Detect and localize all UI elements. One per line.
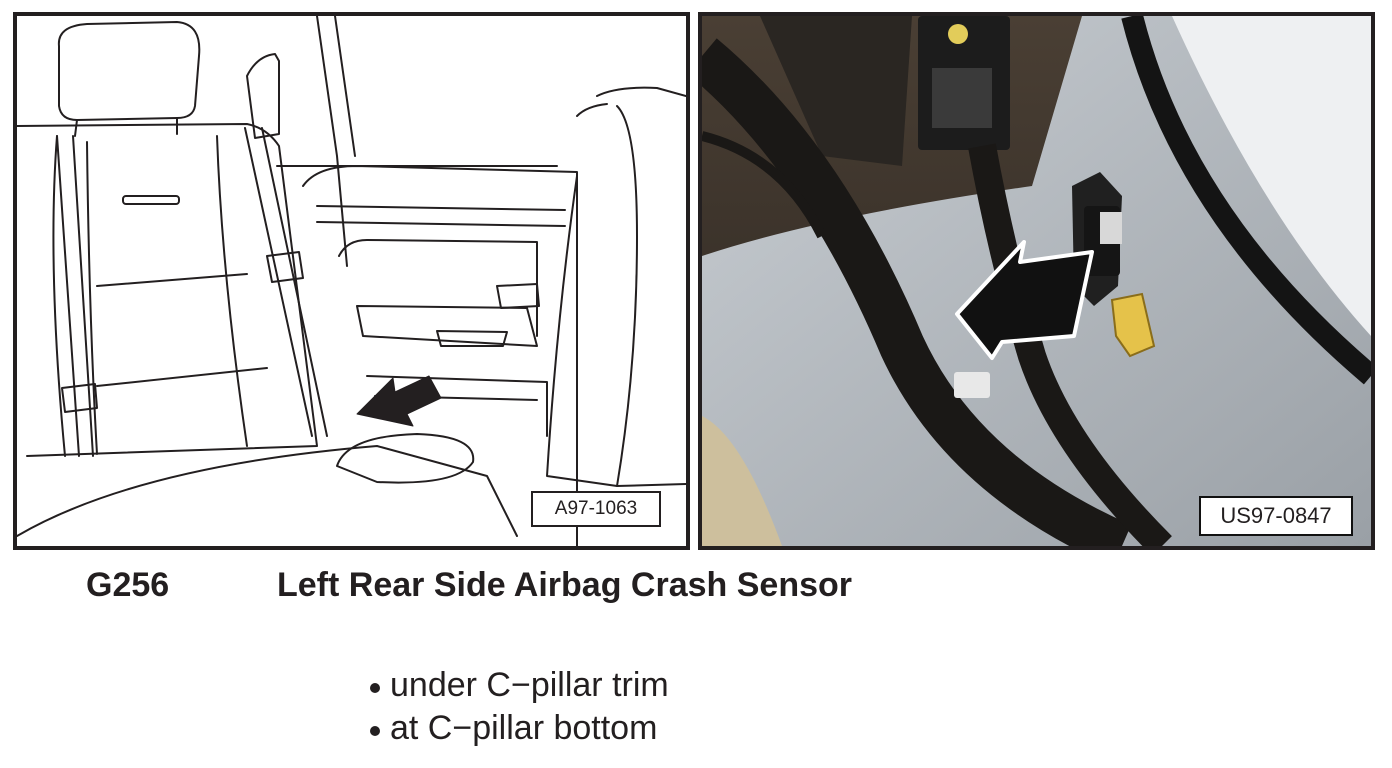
location-note: at C−pillar bottom xyxy=(390,709,658,747)
seat-illustration: A97-1063 xyxy=(13,12,690,550)
bullet-icon xyxy=(370,682,380,693)
location-note: under C−pillar trim xyxy=(390,666,669,704)
sensor-photo: US97-0847 xyxy=(698,12,1375,550)
list-item: under C−pillar trim xyxy=(370,664,669,707)
rear-seat-line-drawing xyxy=(17,16,686,546)
c-pillar-photo-rendering xyxy=(702,16,1371,546)
seat-back xyxy=(17,123,318,457)
wiring-harness xyxy=(702,38,1132,546)
component-name: Left Rear Side Airbag Crash Sensor xyxy=(277,566,853,604)
image-reference-label: A97-1063 xyxy=(531,491,661,527)
list-item: at C−pillar bottom xyxy=(370,707,669,750)
door-panel xyxy=(302,165,578,546)
front-seat xyxy=(596,86,686,97)
component-code: G256 xyxy=(86,566,170,604)
headrest xyxy=(57,21,201,121)
location-notes-list: under C−pillar trim at C−pillar bottom xyxy=(370,664,669,750)
seat-cushion xyxy=(17,445,518,537)
location-arrow xyxy=(955,240,1094,360)
sensor-connector xyxy=(1110,292,1156,358)
location-arrow xyxy=(356,375,442,427)
bullet-icon xyxy=(370,725,380,736)
image-reference-label: US97-0847 xyxy=(1199,496,1353,536)
